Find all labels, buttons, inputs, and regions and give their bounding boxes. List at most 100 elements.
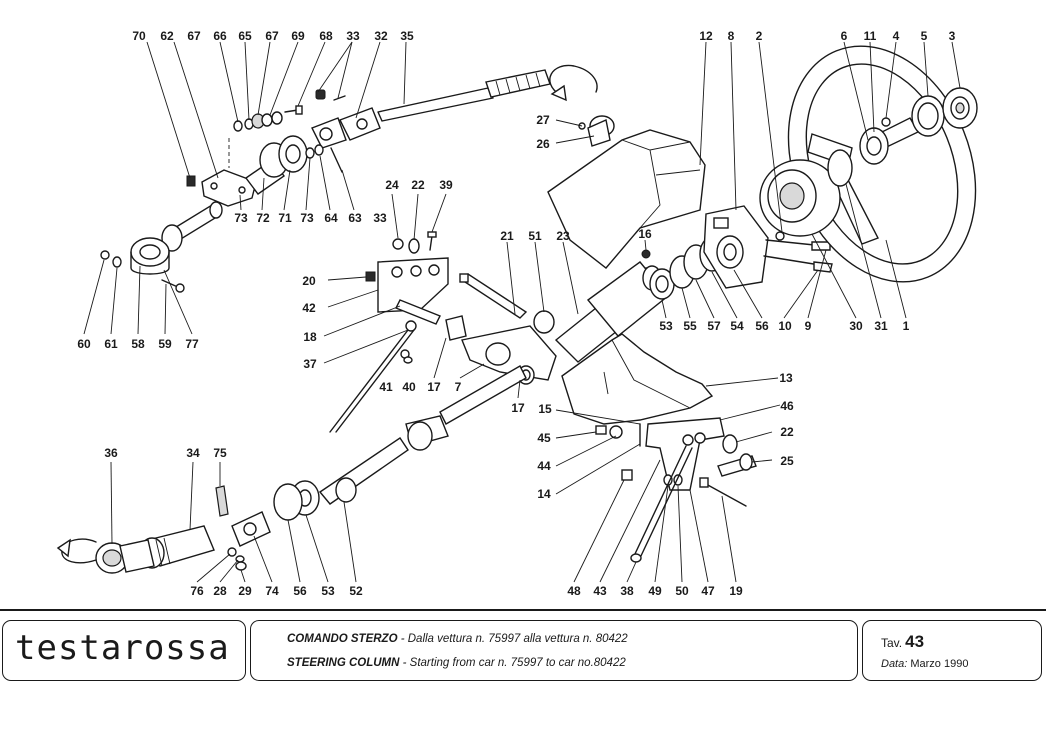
callout-label: 67 [265,29,279,43]
callout-label: 45 [537,431,551,445]
callout-label: 73 [234,211,248,225]
date-value: Marzo 1990 [910,658,969,670]
callout-label: 11 [864,29,877,43]
callout-label: 60 [77,337,91,351]
callout-label: 28 [213,584,227,598]
callout-label: 36 [104,446,118,460]
callout-label: 53 [659,319,673,333]
callout-label: 24 [385,178,399,192]
callout-label: 34 [186,446,200,460]
callout-label: 14 [537,487,551,501]
callout-label: 40 [402,380,416,394]
callout-label: 20 [302,274,316,288]
callout-label: 47 [701,584,715,598]
plate-reference: Tav.43 [881,632,924,652]
callout-label: 65 [238,29,252,43]
date-line: Data: Marzo 1990 [881,658,968,670]
callout-label: 56 [293,584,307,598]
callout-label: 19 [729,584,743,598]
callout-label: 13 [779,371,793,385]
plate-number: 43 [905,632,925,651]
callout-label: 50 [675,584,689,598]
leader-lines [83,41,961,583]
callout-label: 31 [874,319,888,333]
callout-label: 26 [536,137,550,151]
callout-label: 33 [346,29,360,43]
callout-label: 32 [374,29,388,43]
lower-shaft-assembly [56,365,527,574]
callout-label: 61 [104,337,118,351]
callout-label: 72 [256,211,270,225]
callout-label: 4 [893,29,900,43]
callout-label: 66 [213,29,227,43]
callout-label: 21 [500,229,514,243]
callout-label: 43 [593,584,607,598]
callout-label: 64 [324,211,338,225]
callout-label: 3 [949,29,956,43]
callout-label: 63 [348,211,362,225]
callout-label: 10 [778,319,792,333]
callout-label: 55 [683,319,697,333]
callout-label: 62 [160,29,174,43]
steering-column-exploded-diagram: 70 62 67 66 65 67 69 68 33 32 35 12 8 2 … [56,29,978,598]
title-italian-bold: COMANDO STERZO [287,633,398,645]
title-english: STEERING COLUMN - Starting from car n. 7… [287,657,626,669]
callout-label: 33 [373,211,387,225]
callout-label: 29 [238,584,252,598]
callout-label: 17 [427,380,441,394]
column-bracket-assembly [329,231,557,433]
callout-label: 49 [648,584,662,598]
date-label: Data: [881,658,908,670]
callout-label: 52 [349,584,363,598]
callout-label: 9 [805,319,812,333]
callout-label: 27 [536,113,550,127]
plate-label: Tav. [881,636,903,650]
steering-wheel-assembly [759,45,978,283]
callout-label: 5 [921,29,928,43]
callout-label: 17 [511,401,525,415]
callout-label: 8 [728,29,735,43]
callout-label: 35 [400,29,414,43]
callout-label: 71 [278,211,292,225]
callout-label: 51 [528,229,542,243]
callout-labels: 70 62 67 66 65 67 69 68 33 32 35 12 8 2 … [77,29,955,598]
callout-label: 68 [319,29,333,43]
callout-label: 74 [265,584,279,598]
callout-label: 2 [756,29,763,43]
title-box: COMANDO STERZO - Dalla vettura n. 75997 … [250,620,858,681]
callout-label: 75 [213,446,227,460]
callout-label: 76 [190,584,204,598]
callout-label: 18 [303,330,317,344]
callout-label: 57 [707,319,721,333]
callout-label: 6 [841,29,848,43]
callout-label: 39 [439,178,453,192]
callout-label: 69 [291,29,305,43]
title-english-bold: STEERING COLUMN [287,657,400,669]
callout-label: 44 [537,459,551,473]
callout-label: 56 [755,319,769,333]
callout-label: 48 [567,584,581,598]
brand-logo: testarossa [15,628,230,668]
callout-label: 23 [556,229,570,243]
callout-label: 7 [455,380,462,394]
callout-label: 58 [131,337,145,351]
footer-divider [0,609,1046,611]
callout-label: 73 [300,211,314,225]
callout-label: 16 [638,227,652,241]
callout-label: 67 [187,29,201,43]
upper-column-housing [547,115,833,363]
callout-label: 77 [185,337,199,351]
callout-label: 46 [780,399,794,413]
callout-label: 37 [303,357,317,371]
title-italian-rest: - Dalla vettura n. 75997 alla vettura n.… [397,633,628,645]
callout-label: 25 [780,454,794,468]
callout-label: 38 [620,584,634,598]
callout-label: 53 [321,584,335,598]
title-english-rest: - Starting from car n. 75997 to car no.8… [399,657,626,669]
callout-label: 70 [132,29,146,43]
reference-box: Tav.43 Data: Marzo 1990 [862,620,1042,681]
callout-label: 1 [903,319,910,333]
callout-label: 41 [379,380,393,394]
title-italian: COMANDO STERZO - Dalla vettura n. 75997 … [287,633,628,645]
upper-shaft-assembly [100,64,598,293]
